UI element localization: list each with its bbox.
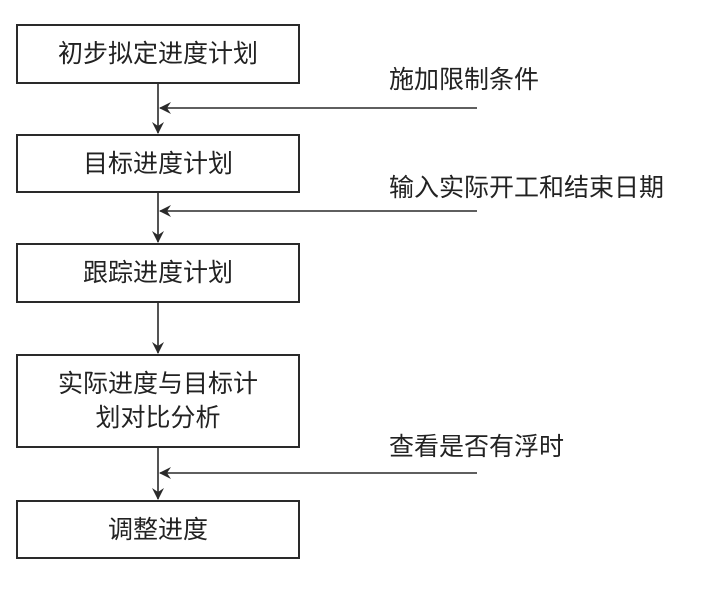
- step-tracking-plan: 跟踪进度计划: [16, 243, 300, 303]
- input-label-constraints: 施加限制条件: [389, 65, 540, 94]
- input-label-float: 查看是否有浮时: [389, 432, 565, 461]
- input-label-actual-dates: 输入实际开工和结束日期: [389, 173, 665, 202]
- step-compare-analysis: 实际进度与目标计 划对比分析: [16, 354, 300, 448]
- step-compare-analysis-line2: 划对比分析: [95, 403, 221, 432]
- step-target-plan: 目标进度计划: [16, 134, 300, 193]
- step-initial-plan: 初步拟定进度计划: [16, 24, 300, 84]
- step-target-plan-label: 目标进度计划: [82, 148, 233, 178]
- step-initial-plan-label: 初步拟定进度计划: [57, 39, 258, 68]
- step-adjust-schedule-label: 调整进度: [107, 514, 208, 544]
- step-adjust-schedule: 调整进度: [16, 500, 300, 559]
- step-compare-analysis-line1: 实际进度与目标计: [57, 369, 258, 398]
- step-tracking-plan-label: 跟踪进度计划: [82, 258, 233, 287]
